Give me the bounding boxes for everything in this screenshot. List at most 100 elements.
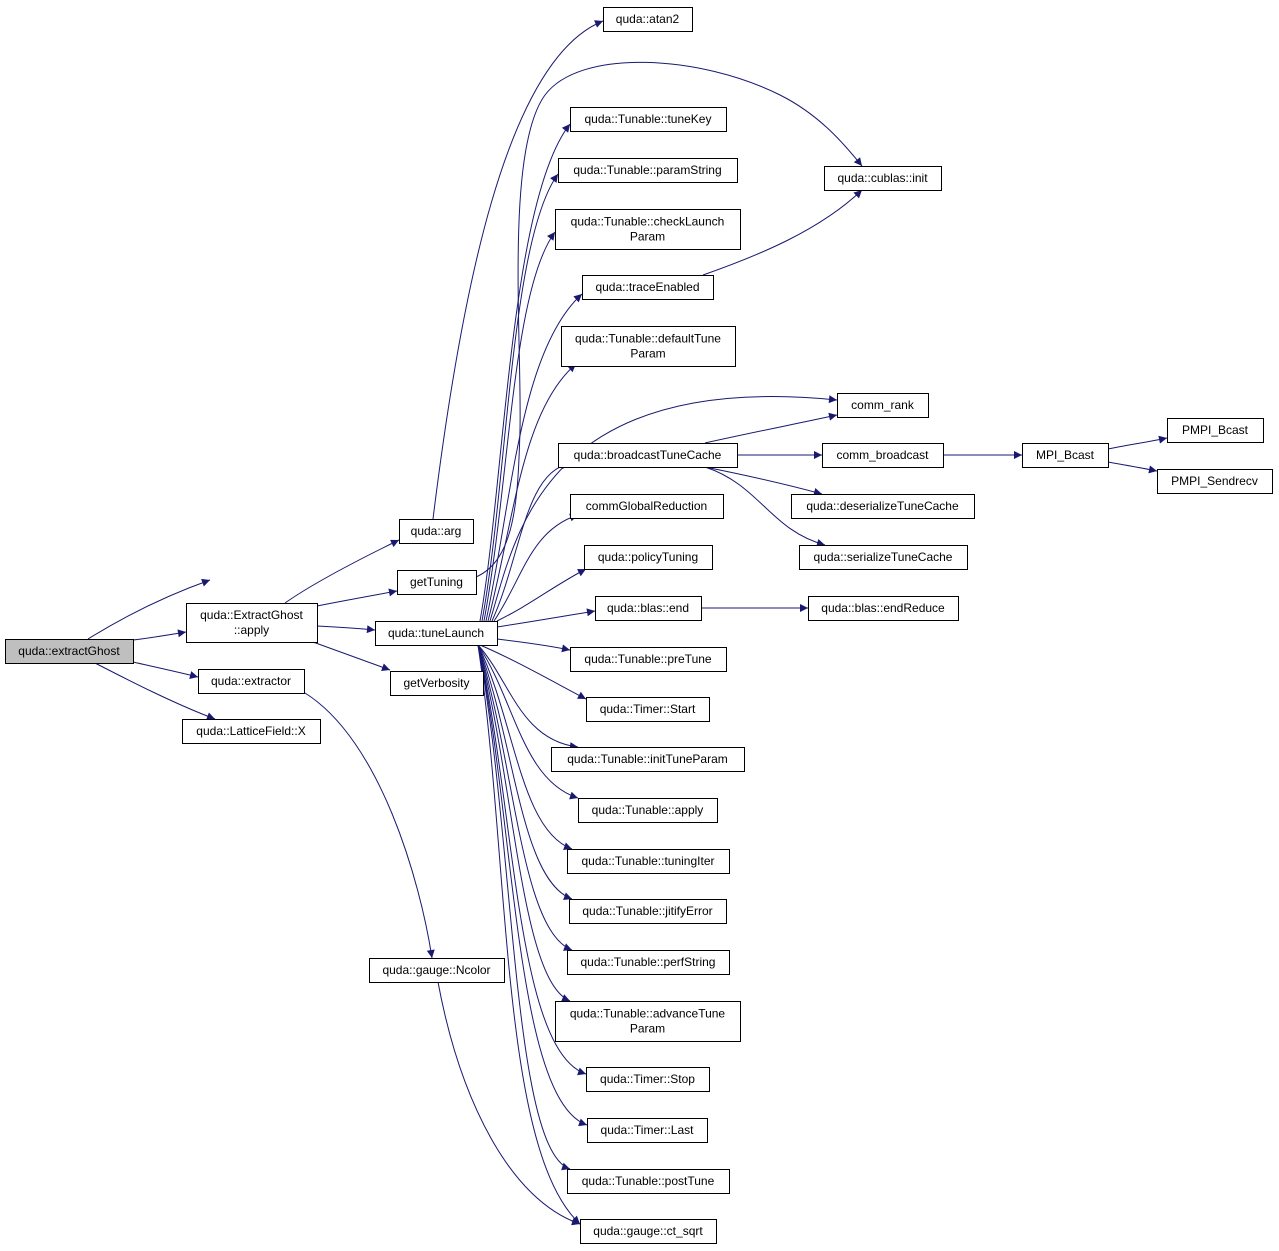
node-timerLast[interactable]: quda::Timer::Last (587, 1118, 708, 1143)
edge-broadcastTC-to-ser (704, 466, 826, 547)
edge-mpiBcast-to-pmpiBcast (1107, 435, 1168, 450)
node-postTune[interactable]: quda::Tunable::postTune (567, 1169, 730, 1194)
node-label: quda::Timer::Last (601, 1123, 695, 1137)
node-getTuning[interactable]: getTuning (397, 570, 477, 595)
edge-getTuning-to-cublasInit (475, 61, 863, 578)
node-box (561, 326, 736, 367)
node-box (399, 519, 474, 544)
node-initTune[interactable]: quda::Tunable::initTuneParam (551, 747, 745, 772)
node-tuneKey[interactable]: quda::Tunable::tuneKey (570, 107, 727, 132)
node-box (567, 1169, 730, 1194)
node-traceEnabled[interactable]: quda::traceEnabled (582, 275, 714, 300)
node-label: MPI_Bcast (1036, 448, 1095, 462)
node-extractor[interactable]: quda::extractor (198, 669, 305, 694)
node-label: quda::gauge::Ncolor (382, 963, 490, 977)
node-commRank[interactable]: comm_rank (837, 393, 929, 418)
edge-extractGhost-to-eg_apply (132, 629, 187, 641)
node-label: Param (630, 230, 665, 244)
node-label: getTuning (410, 575, 463, 589)
node-deser[interactable]: quda::deserializeTuneCache (791, 494, 975, 519)
node-ctSqrt[interactable]: quda::gauge::ct_sqrt (580, 1219, 717, 1244)
node-label: quda::Tunable::preTune (584, 652, 712, 666)
node-box (551, 747, 745, 772)
edge-extractGhost-to-extractor (132, 661, 199, 679)
edge-tuneLaunch-to-defaultTune (487, 363, 577, 622)
edge-tuneLaunch-to-timerStop (477, 644, 587, 1076)
node-label: comm_rank (851, 398, 915, 412)
edge-tuneLaunch-to-traceEnabled (485, 293, 583, 622)
node-box (837, 393, 929, 418)
node-box (569, 899, 727, 924)
edge-tuneLaunch-to-tuningIter (477, 644, 573, 850)
node-label: comm_broadcast (836, 448, 929, 462)
node-cublasInit[interactable]: quda::cublas::init (824, 166, 942, 191)
node-blasEnd[interactable]: quda::blas::end (595, 596, 702, 621)
edge-tuneLaunch-to-ctSqrt (477, 644, 581, 1225)
node-label: quda::policyTuning (598, 550, 698, 564)
node-label: quda::tuneLaunch (388, 626, 484, 640)
node-atan2[interactable]: quda::atan2 (603, 7, 693, 32)
node-box (570, 107, 727, 132)
node-label: quda::serializeTuneCache (814, 550, 953, 564)
node-label: quda::atan2 (616, 12, 680, 26)
node-preTune[interactable]: quda::Tunable::preTune (570, 647, 727, 672)
edge-arg-to-atan2 (432, 20, 604, 520)
node-mpiBcast[interactable]: MPI_Bcast (1022, 443, 1109, 468)
node-box (555, 209, 741, 250)
node-label: quda::Timer::Stop (600, 1072, 695, 1086)
node-box (582, 275, 714, 300)
node-arg[interactable]: quda::arg (399, 519, 474, 544)
node-tuneLaunch[interactable]: quda::tuneLaunch (375, 621, 498, 646)
node-paramString[interactable]: quda::Tunable::paramString (558, 158, 738, 183)
node-commBcast[interactable]: comm_broadcast (822, 443, 944, 468)
node-getVerbosity[interactable]: getVerbosity (390, 671, 484, 696)
node-label: PMPI_Sendrecv (1171, 474, 1258, 488)
node-label: PMPI_Bcast (1182, 423, 1249, 437)
node-endReduce[interactable]: quda::blas::endReduce (808, 596, 959, 621)
node-label: quda::deserializeTuneCache (806, 499, 959, 513)
node-eg_apply[interactable]: quda::ExtractGhost::apply (186, 603, 318, 643)
edge-tuneLaunch-to-broadcastTC (491, 461, 571, 622)
node-pmpiSendrecv[interactable]: PMPI_Sendrecv (1157, 469, 1273, 494)
node-jitify[interactable]: quda::Tunable::jitifyError (569, 899, 727, 924)
edge-tuneLaunch-to-advanceTune (477, 644, 571, 1002)
node-box (397, 570, 477, 595)
node-label: quda::arg (411, 524, 462, 538)
node-ser[interactable]: quda::serializeTuneCache (799, 545, 968, 570)
node-box (1022, 443, 1109, 468)
node-commGR[interactable]: commGlobalReduction (570, 494, 724, 519)
node-pmpiBcast[interactable]: PMPI_Bcast (1167, 418, 1264, 443)
node-lfX[interactable]: quda::LatticeField::X (182, 719, 321, 744)
node-label: quda::Tunable::postTune (582, 1174, 715, 1188)
node-label: quda::Timer::Start (600, 702, 696, 716)
edge-tuneLaunch-to-postTune (477, 644, 571, 1171)
node-ncolor[interactable]: quda::gauge::Ncolor (369, 958, 505, 983)
node-label: quda::ExtractGhost (200, 608, 303, 622)
node-label: quda::Tunable::advanceTune (570, 1007, 726, 1021)
edge-tuneLaunch-to-tApply (477, 644, 579, 800)
edge-tuneLaunch-to-checkLaunch (483, 231, 556, 622)
node-box (555, 1001, 741, 1042)
node-box (570, 494, 724, 519)
node-policyTuning[interactable]: quda::policyTuning (584, 545, 713, 570)
node-box (808, 596, 959, 621)
edge-eg_apply-to-arg (284, 539, 400, 604)
node-box (369, 958, 505, 983)
edge-ncolor-to-ctSqrt (437, 981, 581, 1226)
node-label: quda::blas::end (607, 601, 689, 615)
node-tuningIter[interactable]: quda::Tunable::tuningIter (567, 849, 730, 874)
node-extractGhost: quda::extractGhost (5, 639, 134, 664)
edge-layer (87, 20, 1168, 1226)
node-broadcastTC[interactable]: quda::broadcastTuneCache (558, 443, 738, 468)
node-perfString[interactable]: quda::Tunable::perfString (567, 950, 730, 975)
edge-tuneLaunch-to-paramString (481, 173, 559, 622)
node-box (587, 1118, 708, 1143)
node-timerStop[interactable]: quda::Timer::Stop (586, 1067, 710, 1092)
node-label: ::apply (234, 623, 269, 637)
node-tApply[interactable]: quda::Tunable::apply (578, 798, 718, 823)
node-box (799, 545, 968, 570)
node-timerStart[interactable]: quda::Timer::Start (586, 697, 710, 722)
